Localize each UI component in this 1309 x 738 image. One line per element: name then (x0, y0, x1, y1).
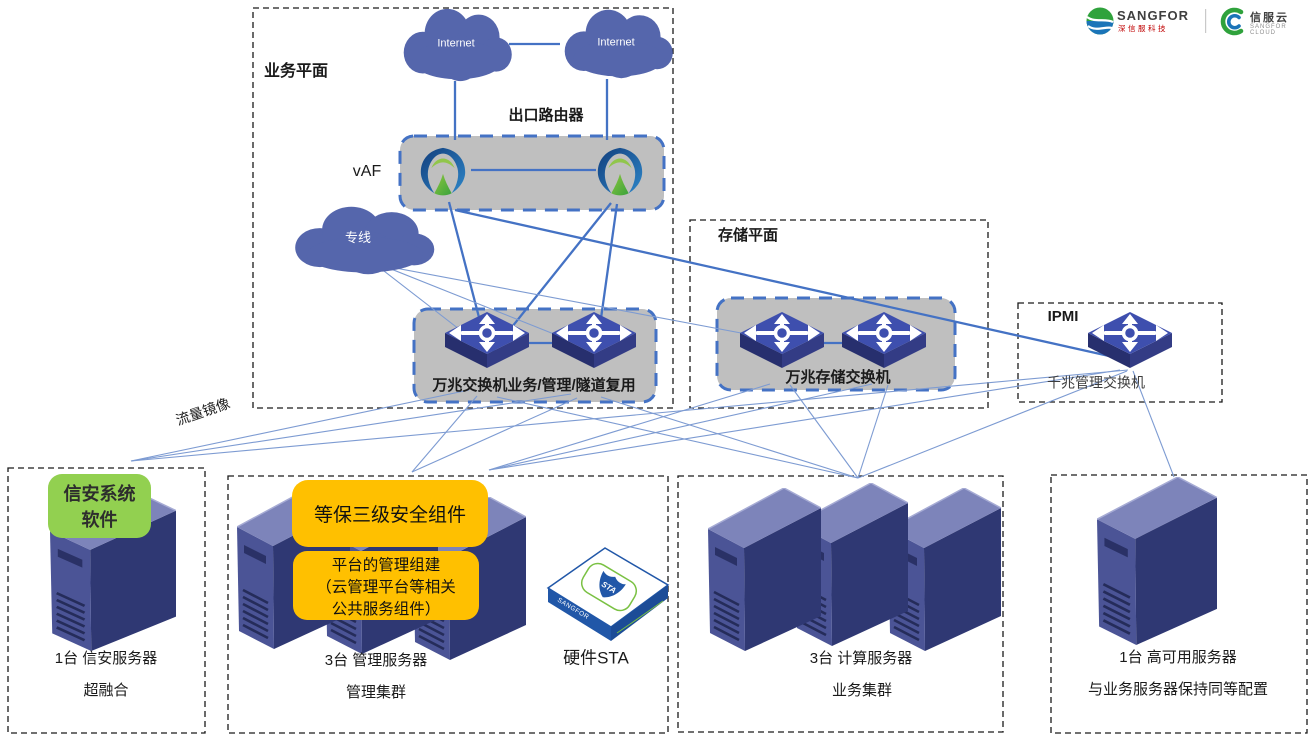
vaf-group-panel (398, 134, 666, 212)
exit-router-label: 出口路由器 (508, 106, 584, 124)
storage-switch-label: 万兆存储交换机 (785, 368, 891, 386)
brand-name-cn: 深信服科技 (1118, 24, 1168, 33)
sangfor-cloud-icon (1220, 7, 1244, 36)
xinan-software-badge-label: 信安系统 软件 (63, 484, 136, 530)
sta-shield-icon: STA (580, 562, 638, 612)
mgmt-switch-icon (1088, 312, 1172, 370)
business-plane-label: 业务平面 (263, 63, 329, 81)
xinan-server-box (7, 467, 206, 734)
platform-badge-label: 平台的管理组建 （云管理平台等相关 公共服务组件） (316, 556, 456, 618)
sta-appliance: STA SANGFOR (546, 547, 670, 641)
compute-caption-2: 业务集群 (831, 681, 893, 699)
logo-divider (1205, 9, 1207, 33)
business-plane-box (252, 7, 674, 409)
cloud-brand-cn: 信服云 (1250, 12, 1289, 24)
xinan-software-badge (48, 474, 151, 538)
ipmi-box (1017, 302, 1223, 403)
platform-badge (293, 551, 479, 620)
business-switch-label: 万兆交换机业务/管理/隧道复用 (432, 376, 636, 394)
ipmi-label: IPMI (1047, 307, 1079, 325)
sangfor-globe-icon (1086, 7, 1114, 35)
vaf-label: vAF (352, 163, 382, 181)
internet-right-label: Internet (597, 36, 635, 49)
internet-left-label: Internet (437, 37, 475, 50)
ha-caption-1: 1台 高可用服务器 (1119, 648, 1237, 666)
ha-caption-2: 与业务服务器保持同等配置 (1087, 680, 1269, 698)
primary-links (447, 42, 1128, 362)
dedicated-line-label: 专线 (344, 230, 372, 246)
xinan-caption-2: 超融合 (83, 681, 129, 699)
xinan-caption-1: 1台 信安服务器 (54, 649, 158, 667)
storage-plane-box (689, 219, 989, 409)
compute-caption-1: 3台 计算服务器 (809, 649, 913, 667)
security-badge (292, 480, 488, 547)
sta-caption: 硬件STA (563, 648, 629, 668)
ha-server-tower (1097, 477, 1217, 645)
mgmt-caption-2: 管理集群 (345, 683, 407, 701)
sangfor-logo (1086, 7, 1244, 36)
security-badge-label: 等保三级安全组件 (313, 505, 466, 526)
mgmt-switch-label: 千兆管理交换机 (1047, 374, 1145, 391)
brand-name: SANGFOR (1117, 8, 1189, 23)
compute-cluster-box (677, 475, 1004, 733)
storage-plane-label: 存储平面 (717, 226, 779, 244)
ha-server-box (1050, 474, 1308, 734)
cloud-brand-en: SANGFOR CLOUD (1250, 24, 1287, 36)
mgmt-cluster-box (227, 475, 669, 734)
mgmt-caption-1: 3台 管理服务器 (324, 651, 428, 669)
